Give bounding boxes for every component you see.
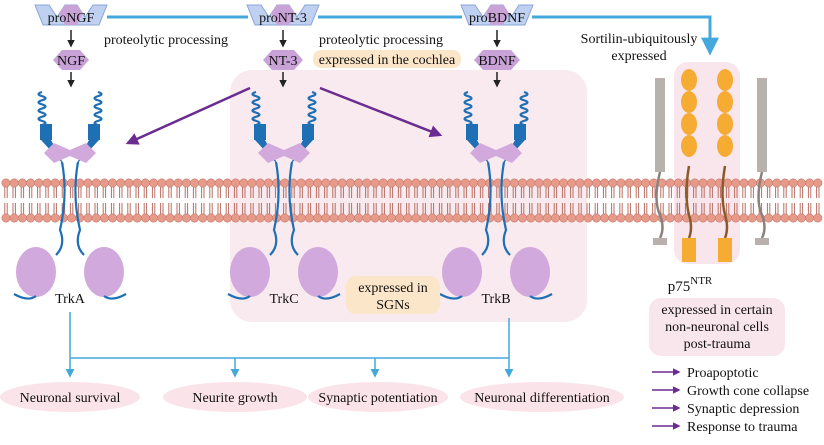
p75-outcome-4: Response to trauma [652, 420, 798, 435]
nonneuronal-line1: expressed in certain [661, 303, 772, 318]
proNGF-label: proNGF [48, 11, 95, 26]
NT3-label: NT-3 [268, 54, 297, 69]
p75-region [674, 62, 740, 264]
cochlea-label-bg [313, 50, 461, 68]
proteolytic-label-1: proteolytic processing [104, 33, 228, 48]
sortilin-right [757, 78, 767, 172]
proNT3-shape [246, 4, 320, 26]
p75-crd-4 [681, 135, 697, 157]
NGF-label: NGF [57, 54, 85, 69]
p75-outcome-label-4: Response to trauma [687, 420, 798, 435]
sortilin-label-line1: Sortilin-ubiquitously [581, 32, 698, 47]
sgn-label-bg [346, 276, 440, 314]
p75-crd-2 [681, 91, 697, 113]
BDNF-shape [474, 50, 520, 70]
outcome-label-2: Neurite growth [192, 391, 277, 406]
NGF-shape [53, 50, 89, 70]
sgn-label-line2: SGNs [376, 298, 409, 313]
sortilin-label-line2: expressed [611, 49, 666, 64]
p75-crd-6 [717, 91, 733, 113]
outcome-3: Synaptic potentiation [308, 382, 448, 412]
proBDNF-shape [460, 4, 534, 26]
sgn-label-line1: expressed in [358, 281, 428, 296]
proteolytic-label-2: proteolytic processing [319, 33, 443, 48]
outcome-label-3: Synaptic potentiation [318, 391, 437, 406]
trkB-receptor [439, 90, 553, 300]
p75-label-sup: NTR [690, 275, 713, 287]
p75-outcome-1: Proapoptotic [652, 366, 759, 381]
cochlea-label: expressed in the cochlea [319, 53, 456, 68]
outcome-label-1: Neuronal survival [20, 391, 121, 406]
p75-outcome-label-3: Synaptic depression [687, 402, 799, 417]
cell-membrane [1, 178, 823, 223]
nonneuronal-line3: post-trauma [684, 337, 752, 352]
p75-crd-3 [681, 113, 697, 135]
p75-outcome-2: Growth cone collapse [652, 384, 809, 399]
p75-label: p75NTR [668, 275, 713, 295]
p75-crd-1 [681, 69, 697, 91]
BDNF-label: BDNF [478, 54, 516, 69]
outcome-1: Neuronal survival [0, 382, 140, 412]
trkA-bound-ligand [44, 143, 96, 163]
p75-label-base: p75 [668, 279, 691, 295]
sortilin-left [655, 78, 665, 172]
nonneuronal-line2: non-neuronal cells [665, 320, 769, 335]
trkC-label: TrkC [269, 292, 298, 307]
trkB-bound-ligand [470, 143, 522, 163]
outcome-2: Neurite growth [163, 382, 307, 412]
p75-outcome-3: Synaptic depression [652, 402, 799, 417]
outcome-4: Neuronal differentiation [460, 382, 624, 412]
trkA-receptor [13, 90, 127, 300]
proBDNF-label: proBDNF [469, 11, 525, 26]
proNGF-shape [34, 4, 108, 26]
trkC-receptor [227, 90, 341, 300]
proNT3-label: proNT-3 [259, 11, 307, 26]
NT3-shape [263, 50, 303, 70]
p75-outcome-label-1: Proapoptotic [687, 366, 759, 381]
trkB-label: TrkB [481, 292, 510, 307]
p75-crd-7 [717, 113, 733, 135]
trkA-label: TrkA [55, 292, 86, 307]
outcome-label-4: Neuronal differentiation [474, 391, 609, 406]
p75-crd-8 [717, 135, 733, 157]
p75-crd-5 [717, 69, 733, 91]
p75NTR-sortilin-complex [653, 69, 769, 262]
p75-outcome-label-2: Growth cone collapse [687, 384, 809, 399]
nonneuronal-box [649, 298, 785, 356]
trkC-bound-ligand [258, 143, 310, 163]
